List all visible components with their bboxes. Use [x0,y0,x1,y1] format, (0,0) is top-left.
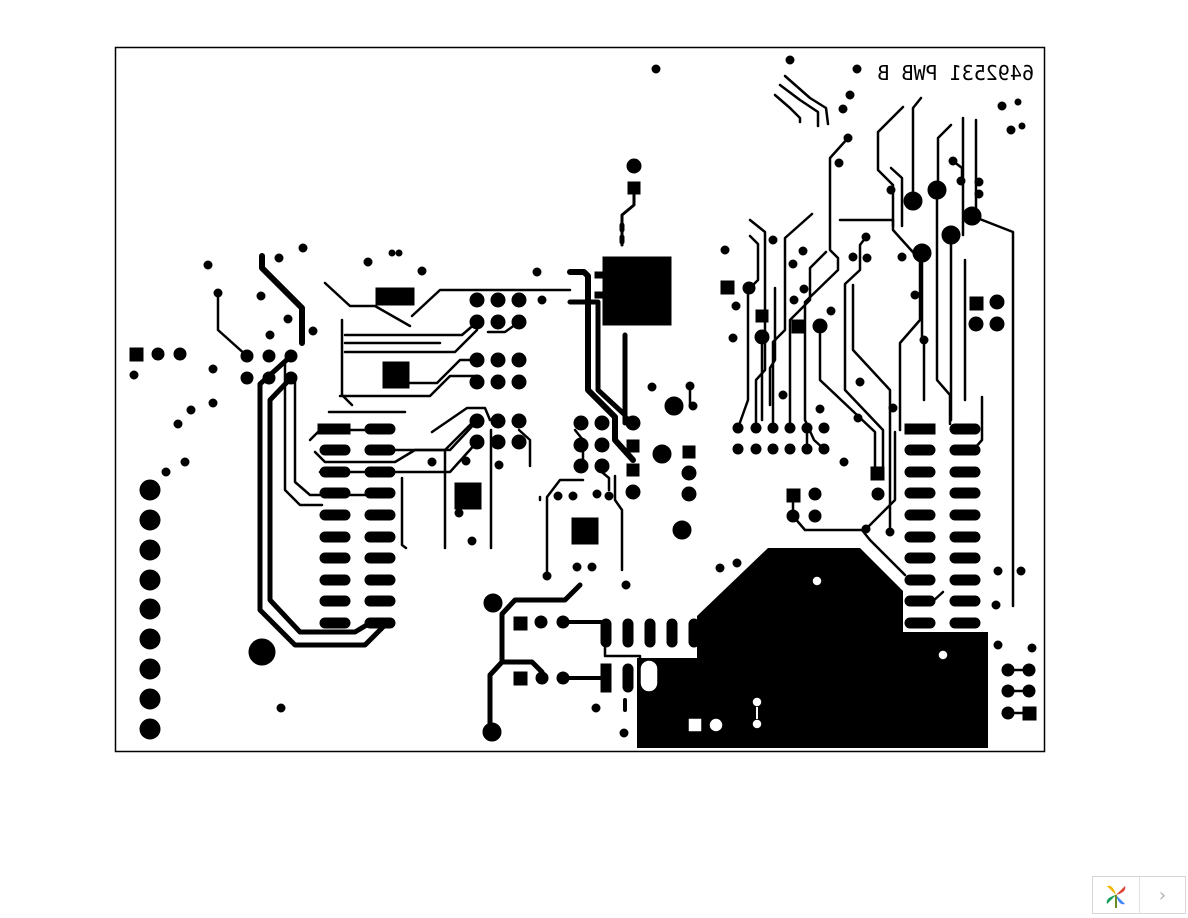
traces [216,74,1031,735]
left-edge-connector [139,479,161,740]
small-vias [129,55,1037,738]
pinwheel-logo-icon-graphic [1106,885,1126,908]
ground-pour [637,548,988,748]
pinwheel-logo-icon[interactable] [1093,877,1140,913]
board-label: 6492531 PWB B [877,61,1034,85]
board-outline [114,46,1046,753]
left-soic-pads [319,423,396,629]
viewer-toolbar: › [1092,876,1186,914]
copper-layer [129,55,1037,748]
right-soic-pads [904,423,981,629]
chevron-right-icon[interactable]: › [1158,884,1167,906]
bottom-soic-pads [600,618,700,693]
